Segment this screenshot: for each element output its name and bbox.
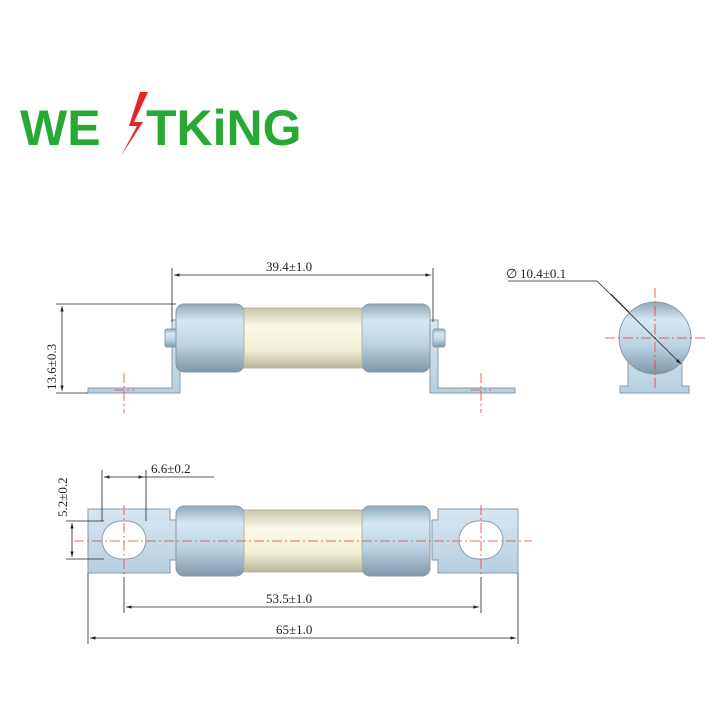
lightning-bolt-icon	[121, 92, 148, 156]
diameter-symbol: ∅	[506, 266, 517, 281]
logo-text-left: WE	[20, 100, 101, 156]
overall-length-label: 65±1.0	[276, 622, 312, 637]
right-terminal-rib	[432, 328, 446, 348]
side-view: 39.4±1.0 13.6±0.3	[44, 259, 516, 413]
logo-text-right: TKiNG	[146, 100, 302, 156]
right-mounting-foot	[429, 319, 516, 394]
left-terminal-rib	[164, 328, 178, 348]
diameter-leader	[596, 280, 682, 365]
diameter-leader	[610, 293, 630, 313]
plan-view: 5.2±0.2 6.6±0.2 53.5±1.0 65±1.0	[55, 461, 532, 644]
end-view: ∅ 10.4±0.1	[506, 266, 705, 394]
hole-diameter-label: 5.2±0.2	[55, 477, 70, 517]
body-length-label: 39.4±1.0	[266, 259, 312, 274]
height-label: 13.6±0.3	[44, 344, 59, 390]
right-end-cap	[361, 303, 431, 373]
hole-spacing-label: 53.5±1.0	[266, 591, 312, 606]
tab-width-label: 6.6±0.2	[151, 461, 191, 476]
diameter-label: 10.4±0.1	[520, 266, 566, 281]
logo: WE TKiNG	[20, 92, 302, 156]
fuse-body	[243, 307, 363, 369]
left-end-cap	[175, 303, 245, 373]
